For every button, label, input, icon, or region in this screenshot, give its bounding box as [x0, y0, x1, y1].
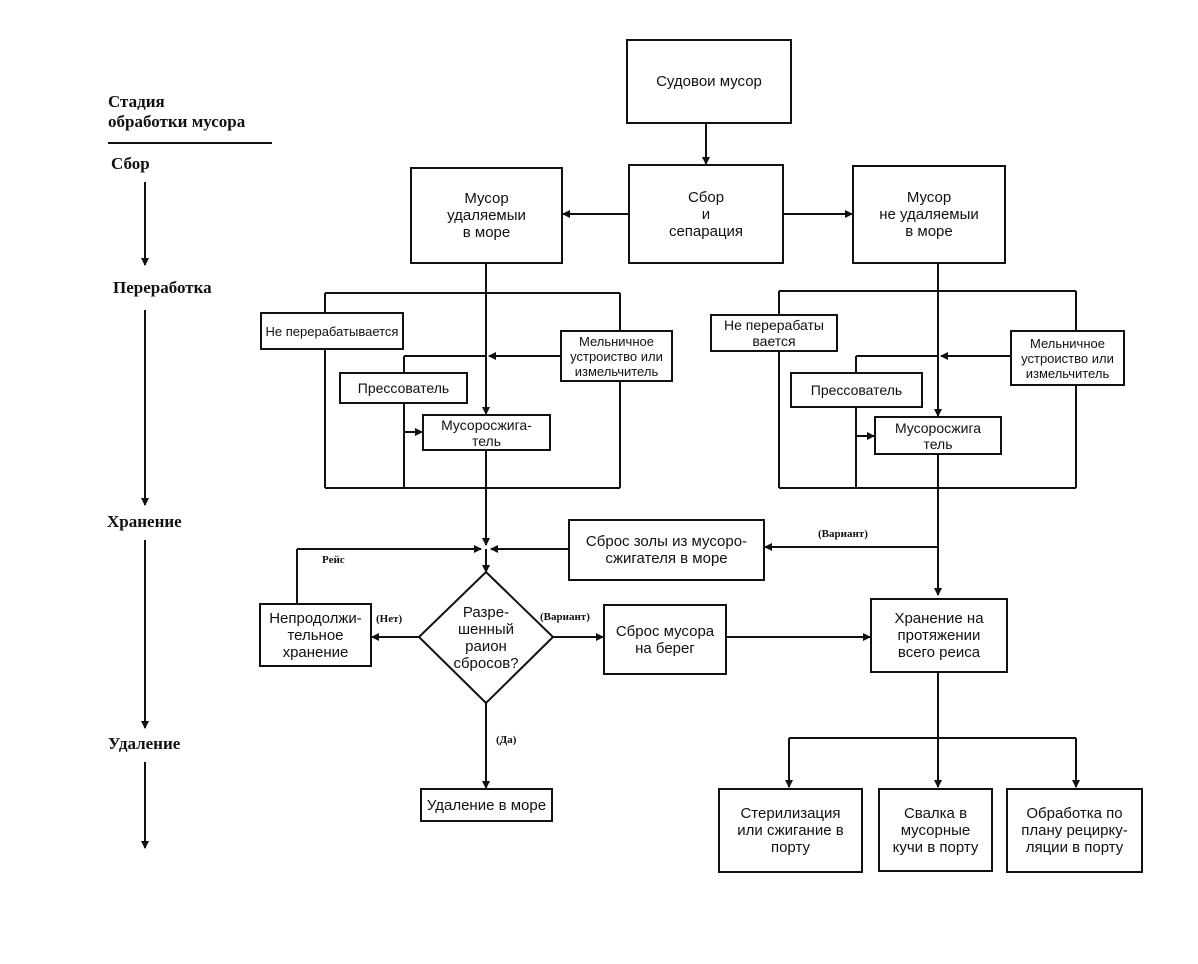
edge-label-yes: (Да): [496, 734, 517, 746]
node-recycling: Обработка по плану рецирку- ляции в порт…: [1006, 788, 1143, 873]
stage-processing: Переработка: [113, 278, 212, 297]
node-collection-separation: Сбор и сепарация: [628, 164, 784, 264]
node-landfill: Свалка в мусорные кучи в порту: [878, 788, 993, 872]
node-compactor-left: Прессователь: [339, 372, 468, 404]
stage-collection: Сбор: [111, 154, 150, 173]
node-ash-discharge: Сброс золы из мусоро- сжигателя в море: [568, 519, 765, 581]
node-sterilization: Стерилизация или сжигание в порту: [718, 788, 863, 873]
node-incinerator-left: Мусоросжига- тель: [422, 414, 551, 451]
node-short-storage: Непродолжи- тельное хранение: [259, 603, 372, 667]
stage-header: Стадия обработки мусора: [108, 92, 246, 131]
edge-label-voyage: Рейс: [322, 554, 345, 566]
node-garbage-disposable-at-sea: Мусор удаляемыи в море: [410, 167, 563, 264]
stage-storage: Хранение: [107, 512, 182, 531]
edge-label-no: (Нет): [376, 613, 403, 625]
node-grinder-left: Мельничное устроиство или измельчитель: [560, 330, 673, 382]
node-incinerator-right: Мусоросжига тель: [874, 416, 1002, 455]
node-garbage-not-disposable-at-sea: Мусор не удаляемыи в море: [852, 165, 1006, 264]
node-disposal-at-sea: Удаление в море: [420, 788, 553, 822]
node-discharge-ashore: Сброс мусора на берег: [603, 604, 727, 675]
node-not-processed-left: Не перерабатывается: [260, 312, 404, 350]
node-compactor-right: Прессователь: [790, 372, 923, 408]
edge-label-option-right: (Вариант): [818, 528, 868, 540]
node-voyage-storage: Хранение на протяжении всего реиса: [870, 598, 1008, 673]
node-grinder-right: Мельничное устроиство или измельчитель: [1010, 330, 1125, 386]
stage-removal: Удаление: [108, 734, 181, 753]
node-ship-garbage: Судовои мусор: [626, 39, 792, 124]
node-permitted-area: Разре- шенный раион сбросов?: [453, 604, 519, 672]
decision-diamond-shape: [417, 570, 555, 705]
edge-label-option-left: (Вариант): [540, 611, 590, 623]
node-not-processed-right: Не перерабаты вается: [710, 314, 838, 352]
